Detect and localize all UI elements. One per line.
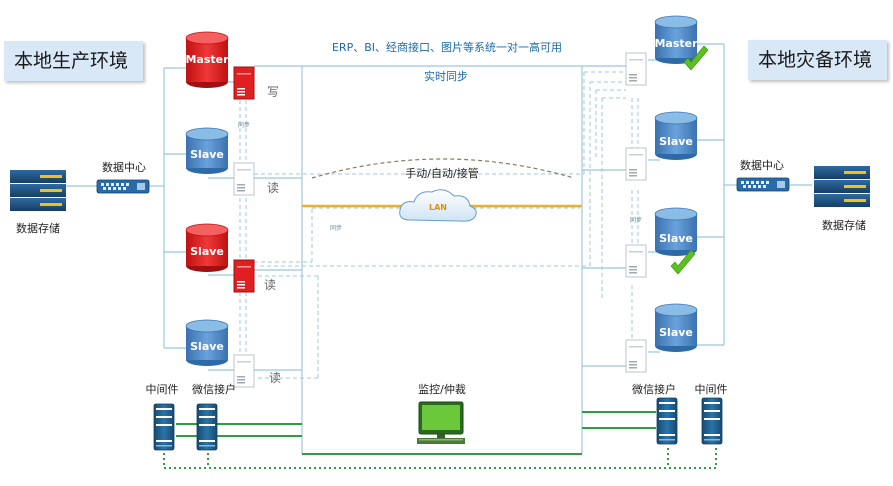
storage-right-icon — [814, 166, 870, 207]
db-label: Slave — [659, 135, 693, 148]
server-white — [233, 162, 255, 196]
monitor-icon — [417, 401, 465, 444]
db-slave-left-1: Slave — [185, 127, 229, 174]
wechat-left-label: 微信接户 — [192, 382, 236, 396]
db-label: Slave — [659, 232, 693, 245]
server-white — [625, 147, 647, 181]
db-label: Slave — [190, 245, 224, 258]
sync-caption: 实时同步 — [424, 69, 468, 83]
db-label: Slave — [190, 340, 224, 353]
datacenter-right-label: 数据中心 — [740, 158, 784, 172]
wechat-left-icon — [196, 403, 218, 451]
server-white — [625, 52, 647, 86]
wechat-right-label: 微信接户 — [632, 382, 676, 396]
db-label: Slave — [190, 148, 224, 161]
sync-small-label: 同步 — [330, 224, 342, 232]
right-env-label: 本地灾备环境 — [748, 40, 887, 80]
db-master-left: Master — [185, 31, 229, 88]
server-red — [233, 259, 255, 293]
top-caption: ERP、BI、经商接口、图片等系统一对一高可用 — [332, 40, 562, 54]
middleware-right-icon — [701, 397, 723, 445]
db-label: Master — [654, 37, 698, 50]
db-label: Master — [185, 53, 229, 66]
server-white — [625, 244, 647, 278]
op-write-label: 写 — [267, 85, 279, 99]
left-env-label: 本地生产环境 — [4, 41, 143, 81]
sync-small-label: 同步 — [238, 121, 250, 129]
lan-cloud-icon: LAN — [399, 189, 477, 222]
middleware-left-label: 中间件 — [146, 383, 179, 396]
server-white — [233, 354, 255, 388]
server-white — [625, 339, 647, 373]
green-dotted-link — [163, 448, 717, 469]
db-slave-right-2: Slave — [654, 207, 698, 256]
check-icon — [670, 249, 696, 275]
op-read-label: 读 — [264, 278, 276, 292]
db-slave-left-red: Slave — [185, 223, 229, 272]
middleware-left-icon — [153, 403, 175, 451]
datacenter-left-label: 数据中心 — [102, 160, 146, 174]
wechat-right-icon — [656, 397, 678, 445]
db-label: Slave — [659, 326, 693, 339]
op-read-label: 读 — [267, 181, 279, 195]
check-icon — [683, 45, 709, 71]
connection-lines — [66, 43, 812, 454]
sync-small-label: 同步 — [630, 216, 642, 224]
storage-left-label: 数据存储 — [16, 221, 60, 235]
storage-right-label: 数据存储 — [822, 218, 866, 232]
green-links — [176, 411, 656, 455]
switch-right-icon — [736, 177, 790, 192]
middleware-right-label: 中间件 — [695, 383, 728, 396]
server-red — [233, 66, 255, 100]
db-slave-right-3: Slave — [654, 303, 698, 352]
op-read-label: 读 — [269, 371, 281, 385]
lan-label: LAN — [429, 203, 447, 212]
db-master-right: Master — [654, 15, 698, 64]
monitor-label: 监控/仲裁 — [418, 382, 466, 396]
db-slave-right-1: Slave — [654, 111, 698, 160]
db-slave-left-2: Slave — [185, 319, 229, 366]
sync-dashed-lines — [239, 71, 639, 379]
takeover-caption: 手动/自动/接管 — [405, 166, 478, 180]
switch-left-icon — [96, 179, 150, 194]
storage-left-icon — [10, 170, 66, 211]
